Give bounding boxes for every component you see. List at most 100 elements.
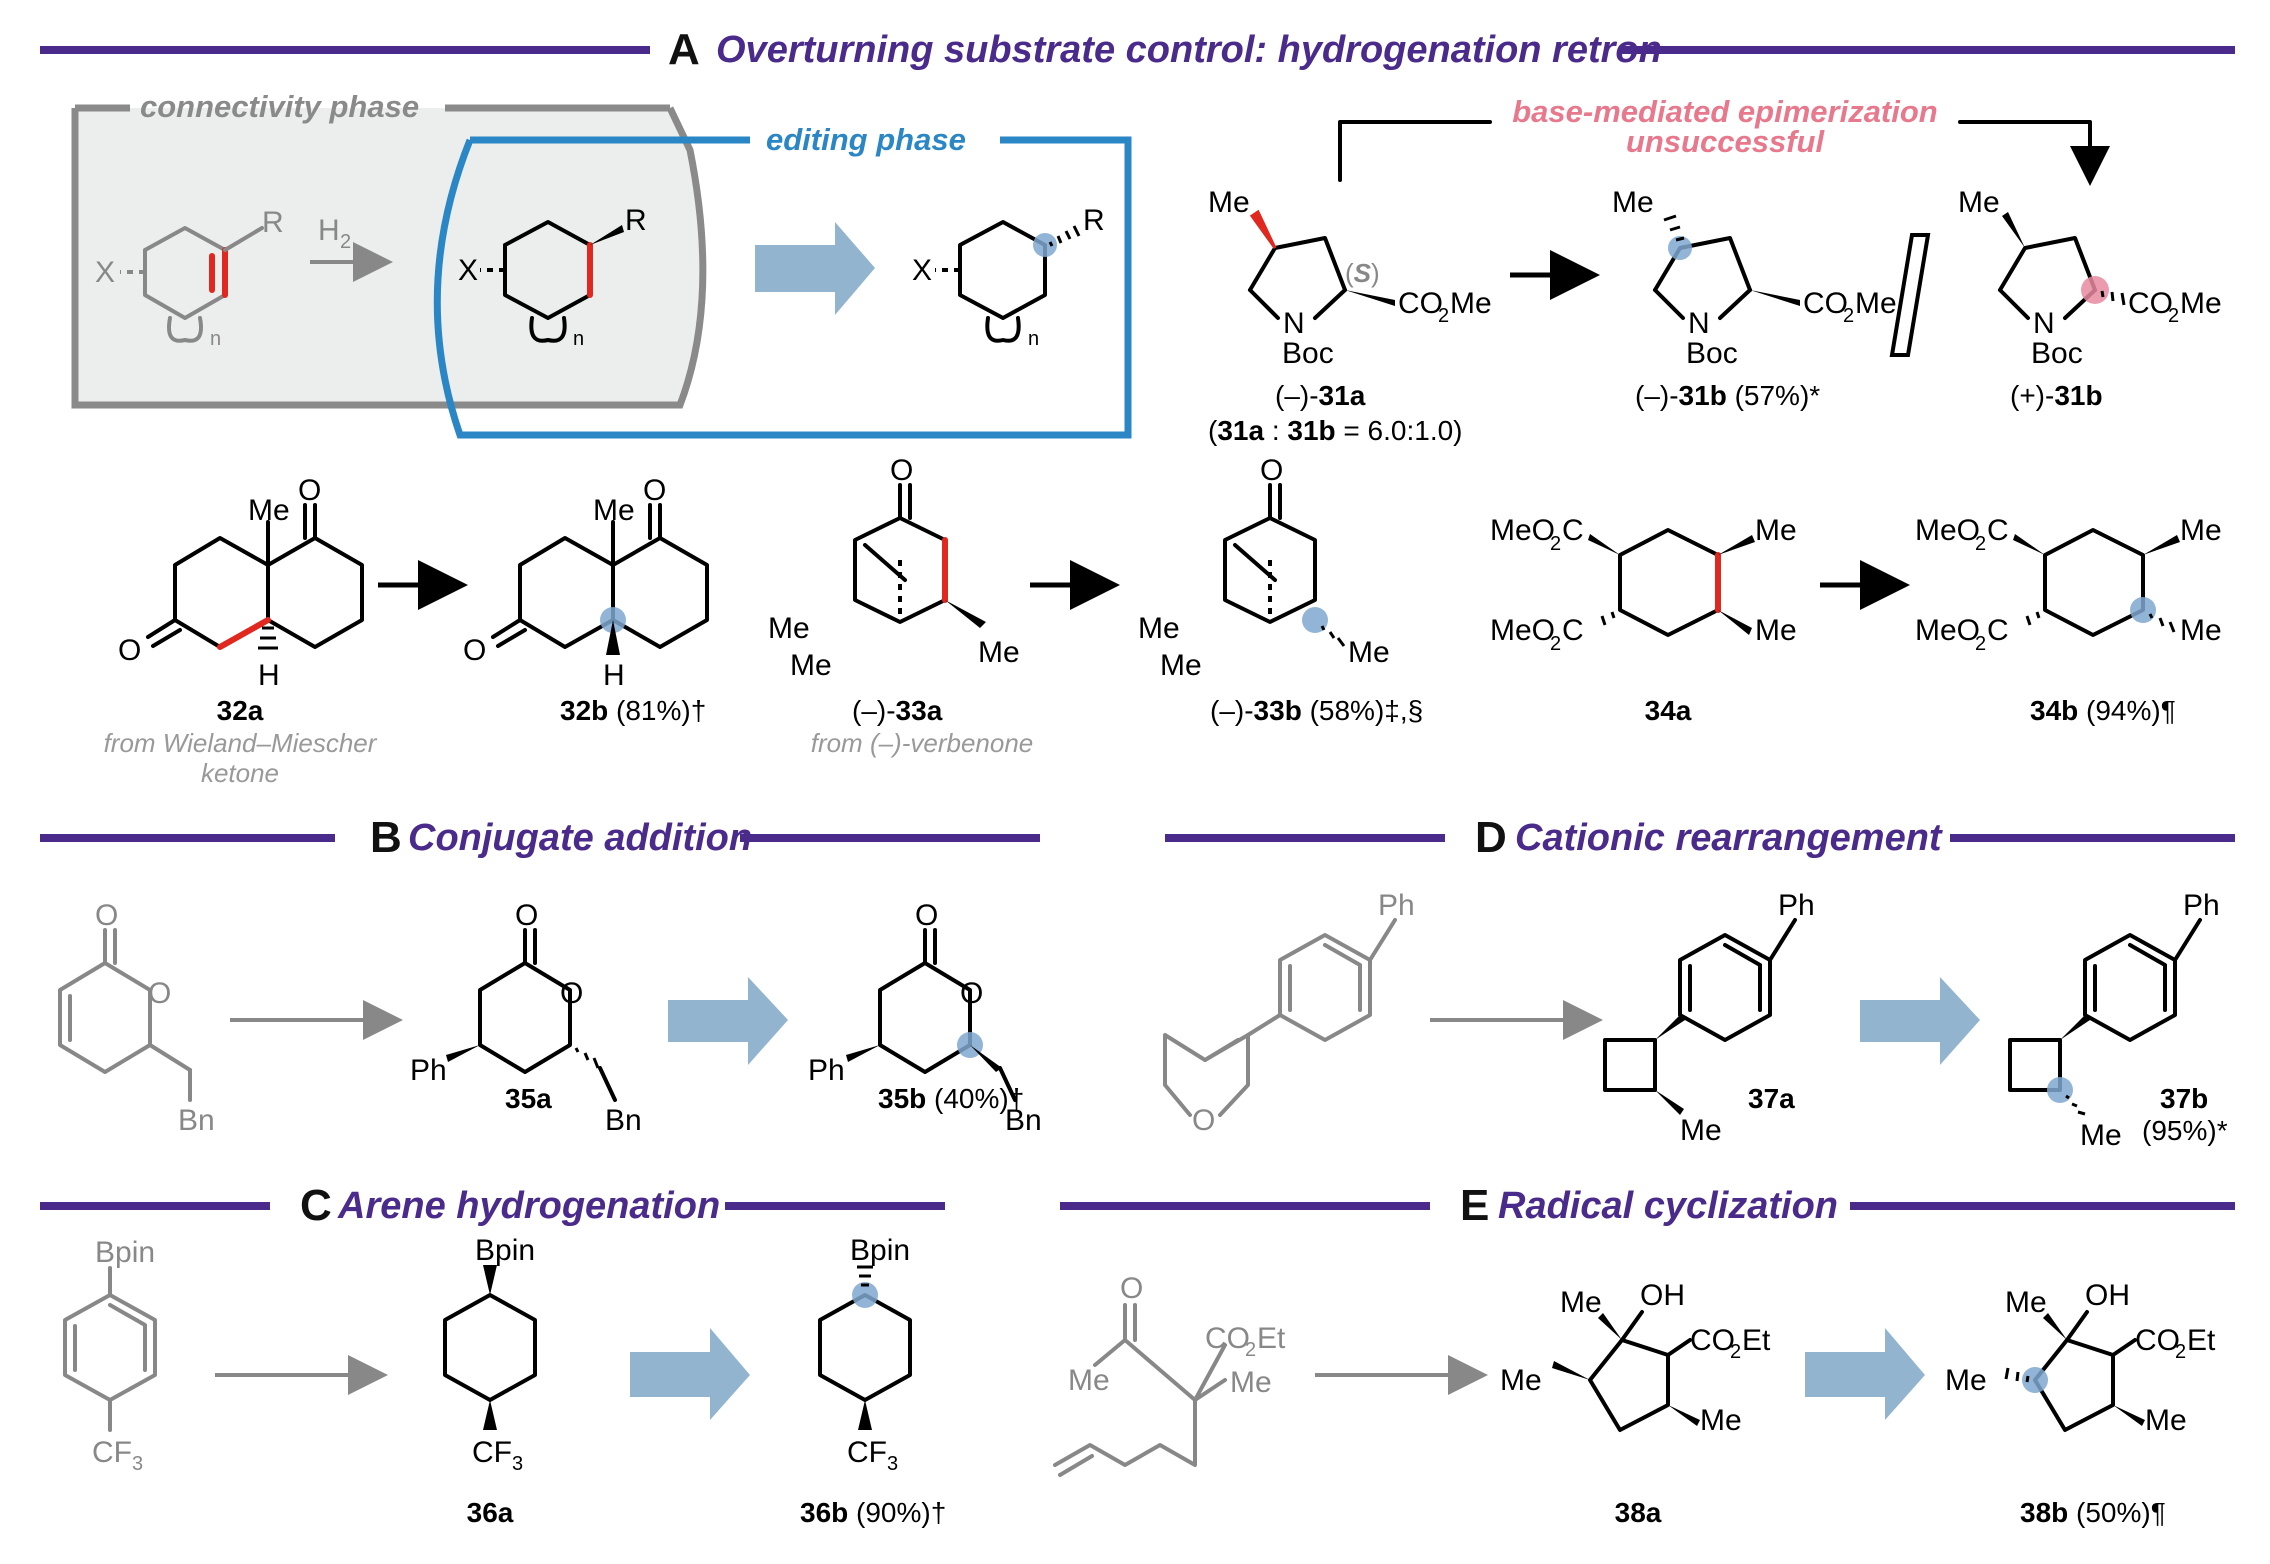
compound-38b: Me Me OH CO 2 Et Me 38b (50%)¶ <box>1945 1279 2216 1528</box>
svg-text:X: X <box>912 254 932 287</box>
svg-text:CO: CO <box>1205 1322 1250 1355</box>
reagent-h2: H <box>318 214 340 247</box>
svg-text:36b (90%)†: 36b (90%)† <box>800 1497 946 1528</box>
big-arrow-editing <box>755 222 875 315</box>
svg-text:N: N <box>1688 307 1710 340</box>
svg-text:R: R <box>1083 204 1105 237</box>
svg-text:2: 2 <box>1550 633 1561 655</box>
big-arrow-e <box>1805 1328 1925 1420</box>
svg-text:2: 2 <box>1730 1341 1741 1363</box>
svg-text:34a: 34a <box>1645 695 1692 726</box>
svg-text:Boc: Boc <box>1282 337 1334 370</box>
svg-text:Me: Me <box>1500 1364 1542 1397</box>
svg-text:38a: 38a <box>1615 1497 1662 1528</box>
svg-text:O: O <box>560 977 583 1010</box>
substrate-c: Bpin CF 3 <box>63 1236 157 1475</box>
section-b-header: B Conjugate addition <box>40 813 1040 862</box>
svg-text:Bpin: Bpin <box>475 1234 535 1267</box>
compound-37b: Ph Me 37b (95%)* <box>2008 889 2228 1152</box>
svg-text:C: C <box>1562 514 1584 547</box>
svg-text:Me: Me <box>768 612 810 645</box>
svg-text:CF: CF <box>847 1436 887 1469</box>
atom-r: R <box>262 206 284 239</box>
svg-text:(95%)*: (95%)* <box>2142 1115 2228 1146</box>
compound-31a: Me N Boc CO 2 Me (S) (–)-31a (31a : 31b … <box>1208 186 1492 446</box>
svg-text:OH: OH <box>2085 1279 2130 1312</box>
svg-text:n: n <box>1028 328 1039 350</box>
section-c-header: C Arene hydrogenation <box>40 1181 945 1230</box>
svg-text:MeO: MeO <box>1490 514 1555 547</box>
generic-edited-ring: X R n <box>912 204 1105 350</box>
section-e-header: E Radical cyclization <box>1060 1181 2235 1230</box>
editing-phase-label: editing phase <box>766 122 966 157</box>
svg-text:C: C <box>1987 614 2009 647</box>
svg-text:3: 3 <box>512 1453 523 1475</box>
section-e-title: Radical cyclization <box>1498 1185 1838 1227</box>
svg-text:Me: Me <box>1348 636 1390 669</box>
editing-phase-box: editing phase <box>433 122 1132 439</box>
svg-text:O: O <box>95 899 118 932</box>
svg-text:(–)-33a: (–)-33a <box>852 695 943 726</box>
svg-text:O: O <box>1260 454 1283 487</box>
svg-text:N: N <box>2033 307 2055 340</box>
svg-text:Me: Me <box>1160 649 1202 682</box>
svg-text:Me: Me <box>1138 612 1180 645</box>
svg-text:CO: CO <box>2135 1324 2180 1357</box>
svg-text:Boc: Boc <box>1686 337 1738 370</box>
compound-32a: Me O O H 32a from Wieland–Miescher keton… <box>104 474 378 788</box>
svg-text:Bn: Bn <box>178 1104 215 1137</box>
svg-text:Me: Me <box>2180 287 2222 320</box>
svg-text:Me: Me <box>2005 1286 2047 1319</box>
svg-text:Me: Me <box>1450 287 1492 320</box>
svg-text:37b: 37b <box>2160 1083 2208 1114</box>
svg-text:n: n <box>573 328 584 350</box>
svg-text:CO: CO <box>2128 287 2173 320</box>
svg-text:Bn: Bn <box>1005 1104 1042 1137</box>
svg-text:O: O <box>298 474 321 507</box>
svg-text:2: 2 <box>340 231 351 253</box>
svg-text:Me: Me <box>1855 287 1897 320</box>
svg-text:35b (40%)†: 35b (40%)† <box>878 1083 1024 1114</box>
svg-text:Me: Me <box>1755 614 1797 647</box>
svg-text:34b (94%)¶: 34b (94%)¶ <box>2030 695 2176 726</box>
svg-text:H: H <box>258 659 280 692</box>
svg-text:Me: Me <box>1560 1286 1602 1319</box>
svg-text:Me: Me <box>593 494 635 527</box>
svg-text:O: O <box>463 634 486 667</box>
subscript-n: n <box>210 328 221 350</box>
svg-text:C: C <box>1562 614 1584 647</box>
svg-text:Me: Me <box>2145 1404 2187 1437</box>
svg-text:2: 2 <box>2175 1341 2186 1363</box>
section-b-title: Conjugate addition <box>408 817 752 859</box>
svg-text:MeO: MeO <box>1915 514 1980 547</box>
svg-text:Bpin: Bpin <box>95 1236 155 1269</box>
svg-text:32b (81%)†: 32b (81%)† <box>560 695 706 726</box>
svg-text:3: 3 <box>132 1453 143 1475</box>
svg-text:Me: Me <box>2080 1119 2122 1152</box>
svg-text:O: O <box>915 899 938 932</box>
svg-text:3: 3 <box>887 1453 898 1475</box>
svg-text:CF: CF <box>92 1436 132 1469</box>
svg-text:from Wieland–Miescher: from Wieland–Miescher <box>104 728 378 758</box>
svg-text:(–)-33b (58%)‡,§: (–)-33b (58%)‡,§ <box>1210 695 1423 726</box>
svg-text:MeO: MeO <box>1915 614 1980 647</box>
svg-text:O: O <box>643 474 666 507</box>
svg-text:Me: Me <box>1755 514 1797 547</box>
compound-34a: MeO 2 C MeO 2 C Me Me 34a <box>1490 514 1797 726</box>
section-d-title: Cationic rearrangement <box>1515 817 1943 859</box>
svg-text:Me: Me <box>1945 1364 1987 1397</box>
compound-36b: Bpin CF 3 36b (90%)† <box>800 1234 946 1528</box>
svg-text:(+)-31b: (+)-31b <box>2010 380 2103 411</box>
svg-text:Bn: Bn <box>605 1104 642 1137</box>
svg-text:O: O <box>1120 1272 1143 1305</box>
svg-text:N: N <box>1283 307 1305 340</box>
section-a-title: Overturning substrate control: hydrogena… <box>716 29 1662 71</box>
svg-text:36a: 36a <box>467 1497 514 1528</box>
svg-text:Me: Me <box>978 636 1020 669</box>
svg-text:ketone: ketone <box>201 758 279 788</box>
generic-alkene-ring: X R n <box>95 206 284 350</box>
compound-31b-plus: Me N Boc CO 2 Me (+)-31b <box>1958 186 2222 411</box>
svg-text:Me: Me <box>2180 614 2222 647</box>
compound-35a: O O Ph Bn 35a <box>410 899 642 1137</box>
